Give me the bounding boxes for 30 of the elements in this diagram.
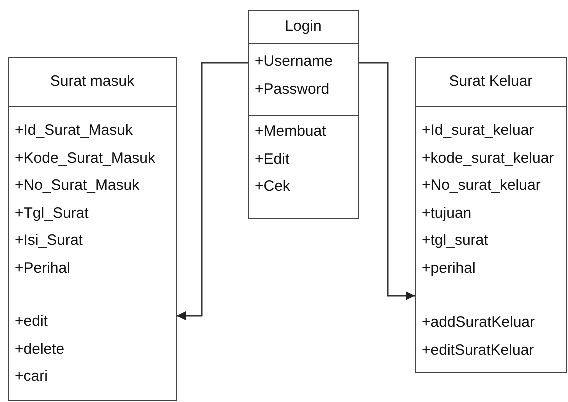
class-name: Login xyxy=(285,18,322,35)
class-box xyxy=(415,57,567,373)
attribute-text: +No_Surat_Masuk xyxy=(15,176,140,196)
class-box xyxy=(248,10,359,219)
arrow xyxy=(358,62,415,300)
attribute-text: +perihal xyxy=(422,258,476,278)
attribute-text: +Kode_Surat_Masuk xyxy=(15,148,156,168)
class-box xyxy=(8,57,177,401)
attribute-text: +Username xyxy=(255,52,333,72)
method-text: +delete xyxy=(15,340,65,360)
attribute-text: +Perihal xyxy=(15,258,70,278)
attribute-text: +Id_Surat_Masuk xyxy=(15,121,133,141)
attribute-text: +Isi_Surat xyxy=(15,231,83,251)
method-text: +Membuat xyxy=(255,122,326,142)
method-text: +edit xyxy=(15,312,48,332)
attribute-text: +No_surat_keluar xyxy=(422,176,541,196)
attribute-text: +tujuan xyxy=(422,204,472,224)
attribute-text: +tgl_surat xyxy=(422,231,488,251)
arrow xyxy=(177,62,249,320)
class-name: Surat masuk xyxy=(50,73,135,90)
method-text: +editSuratKeluar xyxy=(422,340,534,360)
attribute-text: +Password xyxy=(255,80,330,100)
method-text: +addSuratKeluar xyxy=(422,313,535,333)
method-text: +Edit xyxy=(255,150,290,170)
method-text: +cari xyxy=(15,367,48,387)
method-text: +Cek xyxy=(255,177,290,197)
attribute-text: +Id_surat_keluar xyxy=(422,121,534,141)
attribute-text: +Tgl_Surat xyxy=(15,204,89,224)
class-name: Surat Keluar xyxy=(449,73,533,90)
attribute-text: +kode_surat_keluar xyxy=(422,148,554,168)
